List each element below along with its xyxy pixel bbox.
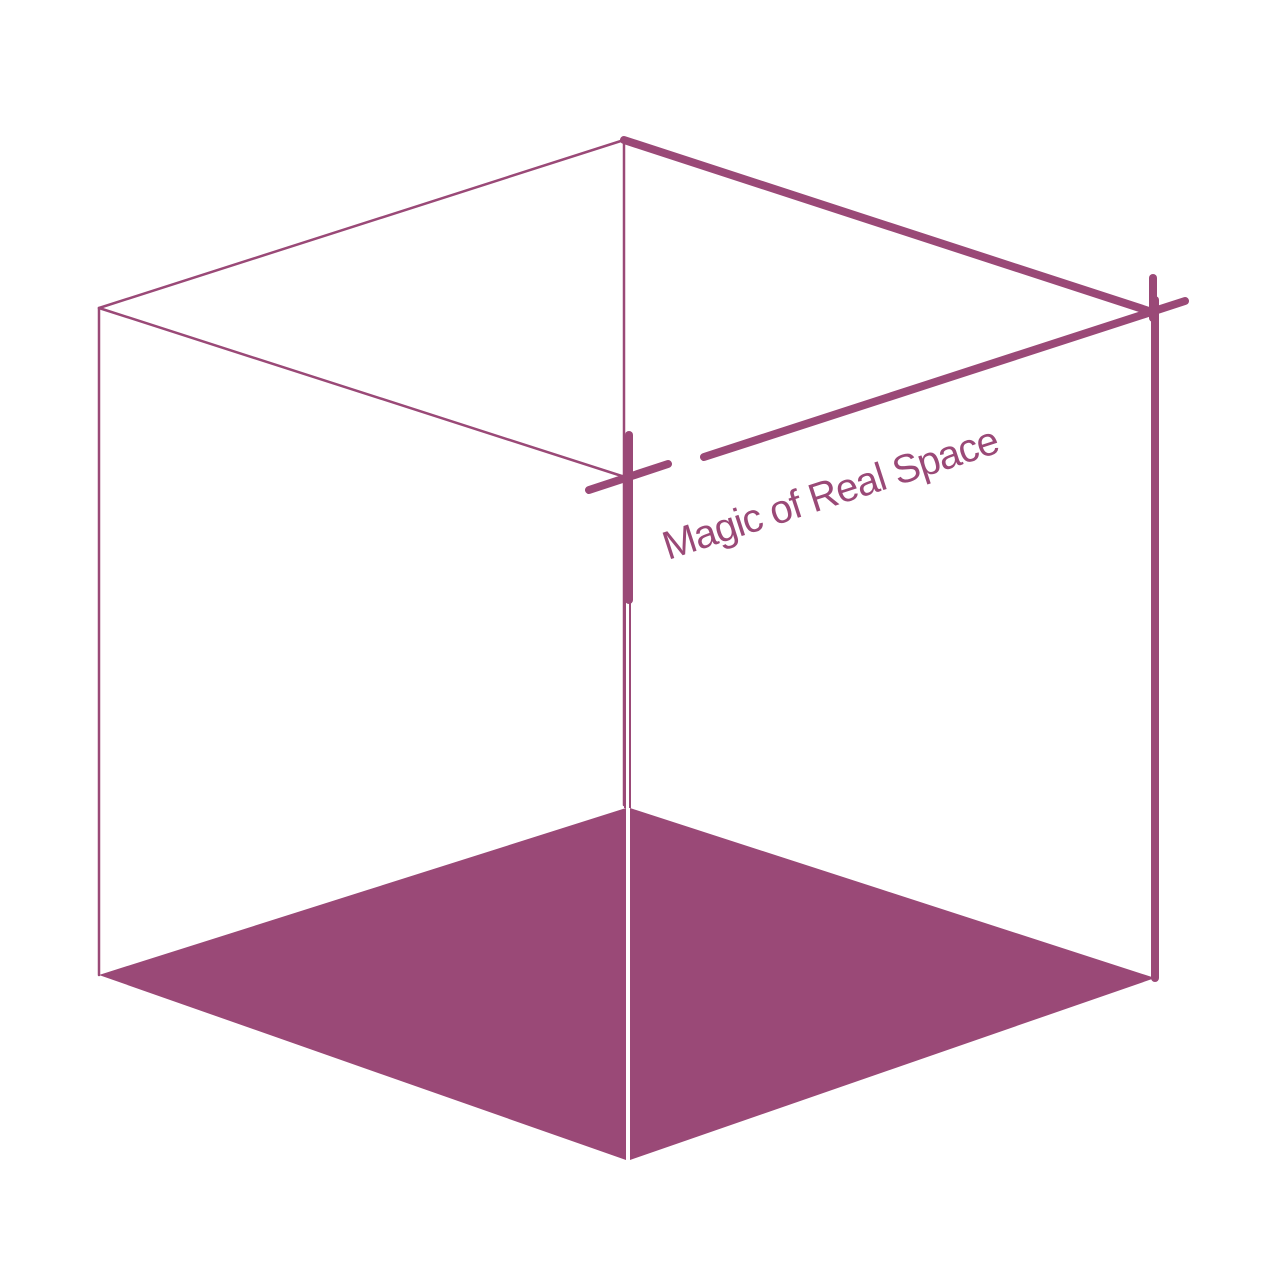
cube-floor-right: [630, 808, 1155, 1160]
logo-tagline: Magic of Real Space: [657, 419, 1004, 569]
cube-bold-edges: [620, 136, 1189, 982]
cube-floor-left: [99, 808, 626, 1160]
cube-inner-edge: [624, 600, 631, 808]
cross-marker: [585, 431, 672, 604]
